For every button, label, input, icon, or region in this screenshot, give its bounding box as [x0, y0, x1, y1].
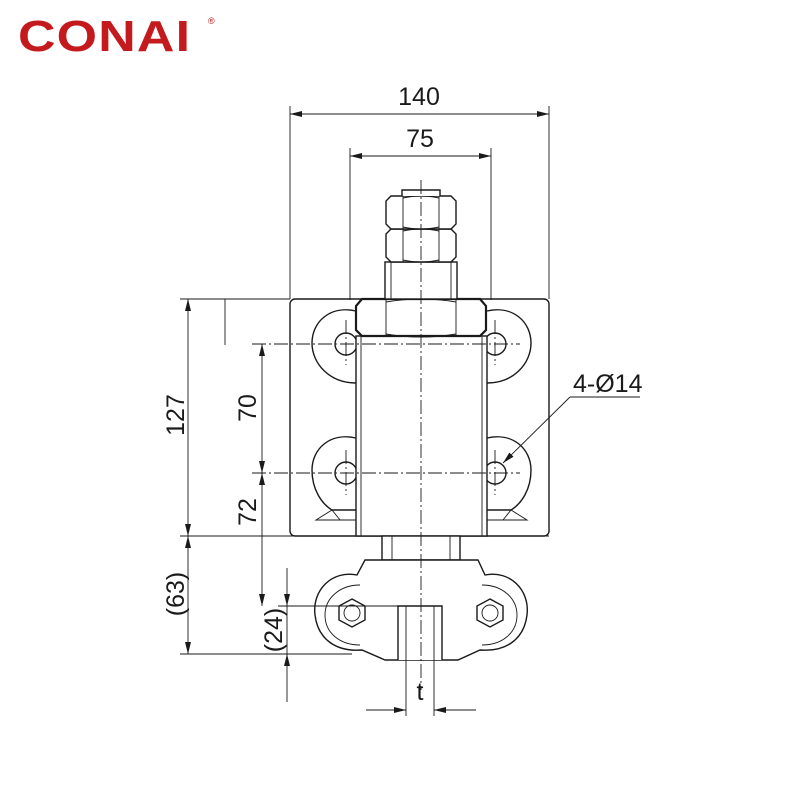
dim-hole-spacing-vertical: 70 — [234, 394, 262, 422]
mounting-lugs — [311, 309, 532, 521]
dim-shoe-height: (63) — [162, 572, 190, 616]
extension-lines — [180, 106, 550, 716]
conai-logo: CONAI ® — [18, 14, 215, 60]
dim-slot-depth: (24) — [260, 608, 288, 652]
dim-overall-height: 127 — [162, 394, 190, 436]
shoe-bolt-left — [338, 598, 366, 628]
cylinder-body — [355, 335, 488, 537]
dim-hole-spacing-horizontal: 75 — [406, 125, 434, 153]
dimension-lines — [185, 111, 640, 713]
registered-mark: ® — [208, 16, 216, 26]
center-lines — [252, 180, 520, 690]
dim-hole-callout: 4-Ø14 — [573, 370, 643, 398]
dimension-labels: 140 75 127 70 72 (63) (24) 4-Ø14 t — [162, 83, 643, 706]
dim-overall-width: 140 — [398, 83, 440, 111]
dim-lower-offset: 72 — [234, 498, 262, 526]
logo-wordmark: CONAI — [18, 12, 192, 61]
shoe-bolt-right — [476, 598, 504, 628]
dim-rail-thickness: t — [417, 678, 424, 706]
